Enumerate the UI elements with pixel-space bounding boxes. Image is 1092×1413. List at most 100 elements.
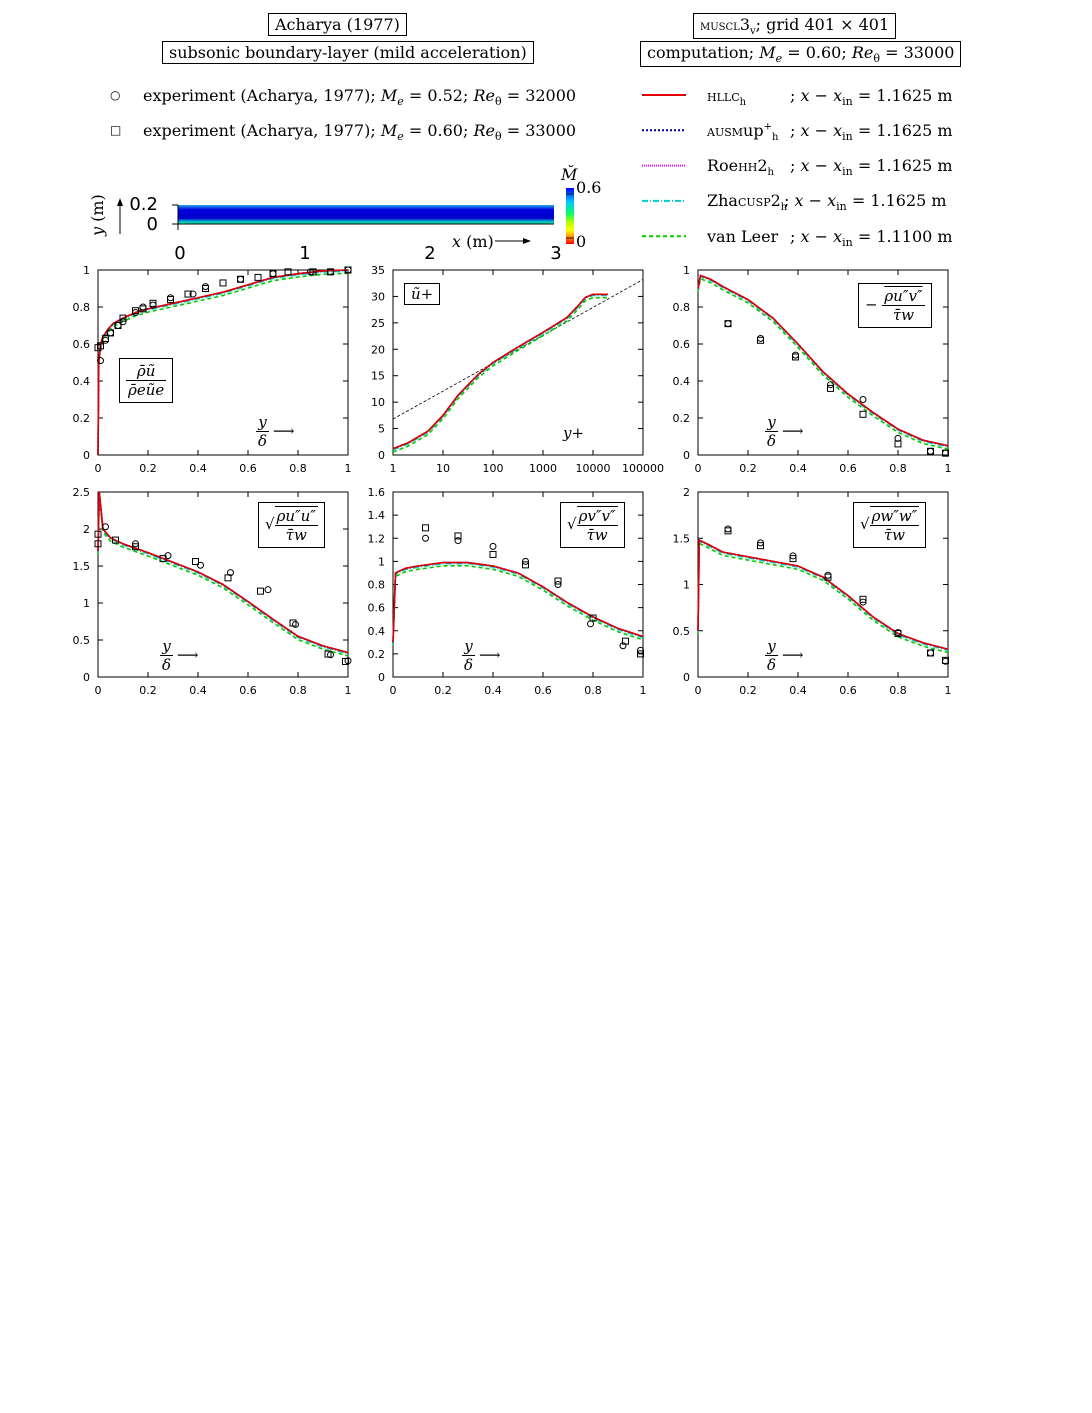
p1-exp-square xyxy=(269,270,277,278)
p1-ytick-0: 0 xyxy=(83,449,90,462)
p5-curve-3 xyxy=(392,562,644,644)
p4-ytick-5: 2.5 xyxy=(73,486,91,499)
p3-exp-square xyxy=(757,336,764,344)
p3-frame xyxy=(697,269,949,456)
p5-curve-2 xyxy=(392,561,644,643)
p5-label: √ρv″v″τ̄w xyxy=(560,502,625,548)
p4-exp-square xyxy=(324,650,332,658)
p5-exp-square xyxy=(589,614,597,622)
p5-exp-circle xyxy=(454,537,462,545)
legend-square-marker: □ xyxy=(110,123,122,137)
p1-ytick-2: 0.4 xyxy=(73,375,91,388)
p6-exp-square xyxy=(757,542,764,550)
p2-curve-0 xyxy=(392,293,609,450)
p1-exp-square xyxy=(139,305,147,313)
p5-exp-circle xyxy=(422,534,429,542)
p3-ytick-2: 0.4 xyxy=(673,375,691,388)
p4-curve-4 xyxy=(97,495,349,657)
legend-zha: Zhacusp2h xyxy=(707,191,788,214)
legend-circle-marker: ○ xyxy=(110,88,121,102)
p4-exp-square xyxy=(159,555,167,563)
p3-curve-0 xyxy=(697,274,949,447)
p1-exp-square xyxy=(219,279,227,287)
p3-ytick-4: 0.8 xyxy=(673,301,691,314)
p5-ytick-8: 1.6 xyxy=(368,486,386,499)
p1-ytick-4: 0.8 xyxy=(73,301,91,314)
p1-ytick-1: 0.2 xyxy=(73,412,91,425)
p5-xtick-2: 0.4 xyxy=(484,684,502,697)
p2-ytick-0: 0 xyxy=(378,449,385,462)
p2-ytick-7: 35 xyxy=(371,264,385,277)
p6-exp-square xyxy=(824,573,832,581)
p3-xtick-5: 1 xyxy=(945,462,952,475)
p4-xtick-0: 0 xyxy=(95,684,102,697)
p3-label: − ρu″v″τ̄w xyxy=(858,283,932,328)
p2-ytick-6: 30 xyxy=(371,290,385,303)
p4-label: √ρu″u″τ̄w xyxy=(258,502,325,548)
p6-ytick-3: 1.5 xyxy=(673,532,691,545)
p1-exp-square xyxy=(202,285,209,292)
p3-curve-3 xyxy=(697,275,949,448)
p2-xtick-1: 10 xyxy=(436,462,450,475)
p1-exp-square xyxy=(97,342,104,350)
p5-ytick-0: 0 xyxy=(378,671,385,684)
p2-xtick-3: 1000 xyxy=(529,462,557,475)
p5-curve-0 xyxy=(392,561,644,643)
p5-xtick-1: 0.2 xyxy=(434,684,452,697)
domain-xtick-1: 1 xyxy=(299,243,310,264)
colorbar xyxy=(566,188,574,244)
p2-xtick-5: 100000 xyxy=(622,462,664,475)
p6-exp-square xyxy=(894,630,902,638)
p3-xtick-1: 0.2 xyxy=(739,462,757,475)
flow-field xyxy=(178,205,554,224)
domain-xtick-3: 3 xyxy=(550,243,561,264)
p5-exp-square xyxy=(422,524,429,532)
p3-exp-circle xyxy=(724,320,732,328)
p1-exp-square xyxy=(167,296,174,304)
p3-xtick-0: 0 xyxy=(695,462,702,475)
p6-exp-square xyxy=(927,649,934,657)
p3-exp-square xyxy=(859,410,867,418)
p3-xtick-4: 0.8 xyxy=(889,462,907,475)
p1-exp-square xyxy=(119,314,127,322)
p3-xtick-3: 0.6 xyxy=(839,462,857,475)
p3-exp-square xyxy=(942,449,949,457)
p4-exp-square xyxy=(192,558,199,566)
right-title-box: muscl3v; grid 401 × 401 xyxy=(693,13,897,40)
p5-exp-square xyxy=(454,532,462,540)
p5-curve-1 xyxy=(392,561,644,643)
p4-xtick-5: 1 xyxy=(345,684,352,697)
legend-roe: Roehh2h xyxy=(707,156,774,179)
p6-xtick-5: 1 xyxy=(945,684,952,697)
p1-exp-square xyxy=(237,275,244,283)
p6-ytick-4: 2 xyxy=(683,486,690,499)
p6-curve-3 xyxy=(697,539,949,652)
p1-xtick-0: 0 xyxy=(95,462,102,475)
p5-xtick-0: 0 xyxy=(390,684,397,697)
domain-plot: 0.2 0 0 1 2 3 xyxy=(117,188,574,264)
p1-exp-circle xyxy=(97,357,104,365)
p1-xtick-2: 0.4 xyxy=(189,462,207,475)
p1-exp-square xyxy=(114,322,122,329)
p4-xtick-4: 0.8 xyxy=(289,684,307,697)
p4-frame xyxy=(97,491,349,678)
p4-curve-3 xyxy=(97,493,349,655)
p4-xtick-3: 0.6 xyxy=(239,684,257,697)
p6-ytick-0: 0 xyxy=(683,671,690,684)
p3-ytick-3: 0.6 xyxy=(673,338,691,351)
p6-curve-4 xyxy=(697,542,949,654)
p2-ytick-1: 5 xyxy=(378,423,385,436)
legend-loc-4: ; x − xin = 1.1625 m xyxy=(784,191,947,214)
p4-exp-square xyxy=(224,574,232,582)
p6-curve-0 xyxy=(697,538,949,651)
p6-exp-square xyxy=(789,555,797,563)
p1-xtick-3: 0.6 xyxy=(239,462,257,475)
p3-curve-4 xyxy=(697,277,949,450)
p1-exp-circle xyxy=(202,283,209,291)
